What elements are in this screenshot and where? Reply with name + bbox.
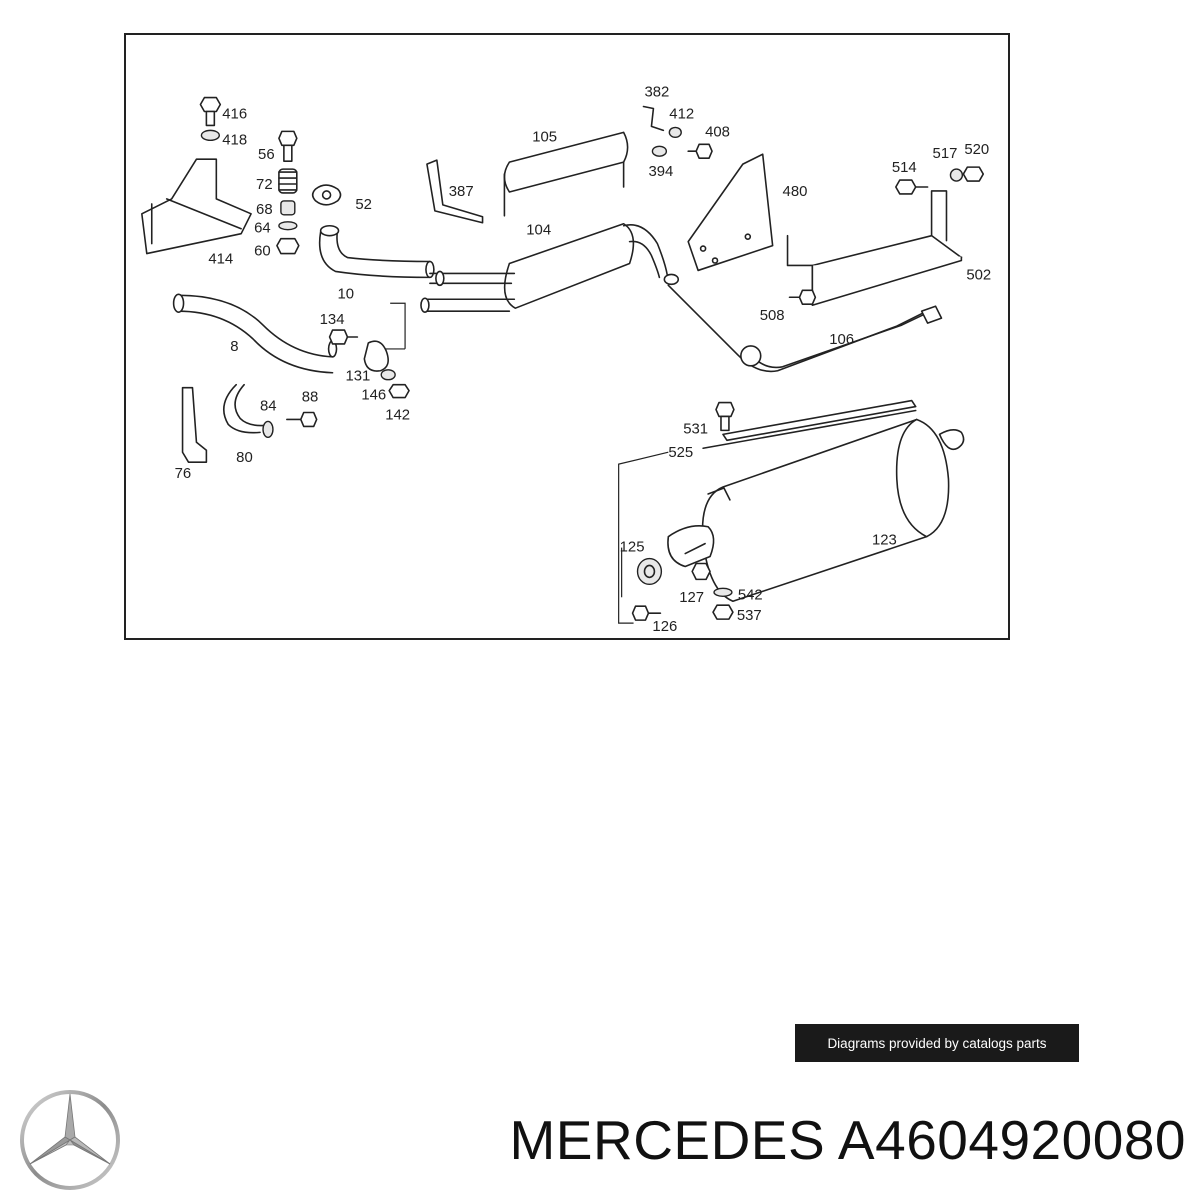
callout-418: 418	[222, 132, 247, 148]
flange-pipe-127	[667, 525, 715, 568]
callout-382: 382	[644, 85, 669, 101]
bolt-514	[895, 179, 929, 195]
washer-412	[668, 126, 682, 139]
mercedes-star-icon	[18, 1088, 122, 1192]
callout-125: 125	[620, 540, 645, 556]
callout-542: 542	[738, 587, 763, 603]
washer-517	[949, 168, 964, 182]
bracket-382	[642, 105, 665, 132]
callout-68: 68	[256, 202, 273, 218]
callout-labels: 416 418 56 72 68 64 60 414 52 10 8 134 131 146 142 84 88…	[175, 85, 992, 635]
washer-64	[278, 221, 298, 231]
callout-76: 76	[175, 466, 192, 482]
bolt-531	[715, 401, 735, 432]
part-number-title: MERCEDES A4604920080	[509, 1109, 1186, 1171]
callout-414: 414	[208, 251, 233, 267]
callout-514: 514	[892, 160, 917, 176]
callout-10: 10	[338, 286, 355, 302]
rubber-mount-125	[636, 557, 663, 586]
diagram-credit-badge: Diagrams provided by catalogs parts	[795, 1024, 1079, 1062]
bolt-508	[788, 289, 817, 306]
callout-408: 408	[705, 124, 730, 140]
callout-412: 412	[669, 106, 694, 122]
callout-416: 416	[222, 106, 247, 122]
nut-542-group	[691, 562, 711, 581]
washer-394	[651, 145, 668, 157]
callout-80: 80	[236, 450, 253, 466]
heat-shield-414	[141, 158, 252, 255]
callout-84: 84	[260, 399, 277, 415]
callout-127: 127	[679, 590, 704, 606]
washer-146	[380, 369, 396, 381]
callout-52: 52	[355, 197, 372, 213]
callout-131: 131	[345, 369, 370, 385]
bolt-56	[278, 130, 298, 162]
callout-146: 146	[361, 388, 386, 404]
gasket-52	[311, 184, 342, 206]
callout-72: 72	[256, 177, 273, 193]
bolt-408	[687, 143, 713, 159]
callout-387: 387	[449, 184, 474, 200]
callout-105: 105	[532, 129, 557, 145]
heat-shield-502	[786, 190, 963, 307]
nut-60	[276, 237, 300, 255]
heat-shield-105	[503, 131, 629, 217]
callout-508: 508	[760, 308, 785, 324]
callout-104: 104	[526, 223, 551, 239]
washer-84	[262, 420, 274, 439]
bracket-387	[426, 159, 484, 224]
washer-418	[200, 129, 221, 141]
exhaust-diagram-drawing: 416 418 56 72 68 64 60 414 52 10 8 134 131 146 142 84 88…	[141, 85, 992, 635]
front-muffler-104	[420, 222, 680, 313]
bolt-134	[328, 329, 359, 345]
callout-142: 142	[385, 407, 410, 423]
spring-72	[278, 168, 298, 194]
nut-142	[388, 383, 410, 399]
bolt-416	[199, 96, 222, 127]
washer-542	[713, 587, 733, 597]
callout-123: 123	[872, 533, 897, 549]
bolt-126	[631, 605, 662, 621]
callout-480: 480	[783, 184, 808, 200]
bushing-68	[280, 200, 296, 216]
strap-525	[702, 399, 917, 450]
callout-64: 64	[254, 221, 271, 237]
callout-134: 134	[320, 312, 345, 328]
bracket-76	[181, 386, 208, 463]
pipe-8	[172, 293, 338, 374]
callout-394: 394	[648, 164, 673, 180]
callout-502: 502	[966, 267, 991, 283]
bolt-88	[286, 411, 318, 428]
callout-537: 537	[737, 608, 762, 624]
callout-531: 531	[683, 421, 708, 437]
rear-muffler-123	[701, 418, 965, 603]
callout-56: 56	[258, 147, 275, 163]
callout-517: 517	[933, 146, 958, 162]
nut-520	[962, 166, 985, 182]
callout-520: 520	[964, 142, 989, 158]
callout-8: 8	[230, 339, 238, 355]
bracket-80	[222, 383, 265, 434]
callout-525: 525	[668, 445, 693, 461]
heat-shield-480	[687, 153, 774, 272]
exhaust-diagram: 416 418 56 72 68 64 60 414 52 10 8 134 131 146 142 84 88…	[124, 33, 1010, 640]
callout-106: 106	[829, 332, 854, 348]
intermediate-pipe-106	[667, 284, 943, 373]
callout-88: 88	[302, 390, 319, 406]
clamp-131	[363, 340, 389, 372]
pipe-10	[318, 224, 435, 279]
callout-60: 60	[254, 244, 271, 260]
nut-537	[712, 604, 734, 620]
callout-126: 126	[652, 619, 677, 635]
